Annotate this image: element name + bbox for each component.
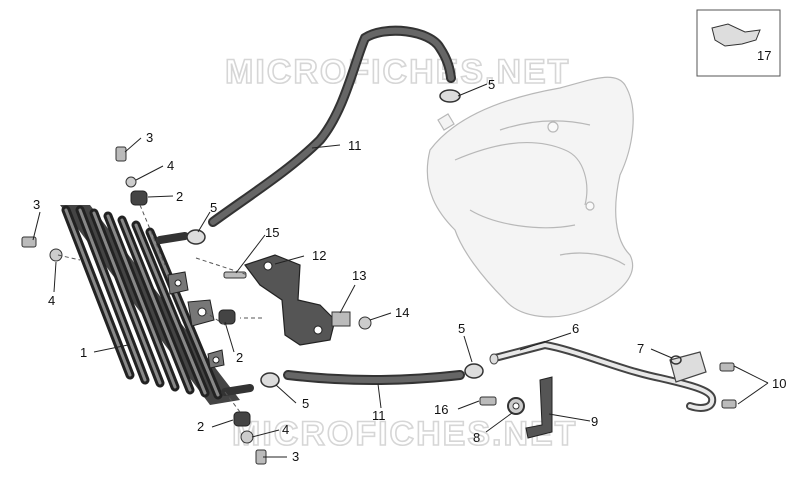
nut-14 [358,316,372,330]
small-bracket [525,376,553,439]
label-1: 1 [80,345,87,360]
screw-3-top [115,146,127,162]
label-4: 4 [48,293,55,308]
label-7: 7 [637,341,644,356]
watermark-bottom: MICROFICHES.NET [232,415,577,453]
oil-cooler-radiator [60,205,254,405]
rubber-mount-13 [331,311,351,327]
hose-clamp-5-top [439,89,461,103]
washer-4-top [125,176,137,188]
screw-10b [721,399,737,409]
o-ring-7 [670,355,682,365]
label-9: 9 [591,414,598,429]
label-16: 16 [434,402,448,417]
label-2: 2 [176,189,183,204]
mounting-bracket [244,254,336,346]
label-10: 10 [772,376,786,391]
pipe-flange [669,351,707,383]
label-5: 5 [210,200,217,215]
label-17: 17 [757,48,771,63]
grommet-2-mid [218,309,236,325]
label-2: 2 [197,419,204,434]
screw-10a [719,362,735,372]
label-5: 5 [488,77,495,92]
grommet-2-top [130,190,148,206]
label-5: 5 [302,396,309,411]
label-11: 11 [372,408,386,423]
screw-3-left [21,236,37,248]
label-15: 15 [265,225,279,240]
label-4: 4 [167,158,174,173]
screw-16 [479,396,497,406]
label-5: 5 [458,321,465,336]
label-4: 4 [282,422,289,437]
label-12: 12 [312,248,326,263]
hose-clamp-5-lower [260,372,280,388]
label-3: 3 [292,449,299,464]
watermark-top: MICROFICHES.NET [225,53,570,91]
label-14: 14 [395,305,409,320]
screw-15 [223,271,247,279]
clip-17 [711,23,761,47]
label-2: 2 [236,350,243,365]
hose-clamp-5-right [464,363,484,379]
label-6: 6 [572,321,579,336]
grommet-2-bottom [233,411,251,427]
washer-4-left [49,248,63,262]
label-3: 3 [33,197,40,212]
washer-4-bottom [240,430,254,444]
label-11: 11 [348,138,362,153]
label-13: 13 [352,268,366,283]
label-8: 8 [473,430,480,445]
label-3: 3 [146,130,153,145]
fuel-tank-outline [426,76,634,318]
hose-clamp-5-left [186,229,206,245]
